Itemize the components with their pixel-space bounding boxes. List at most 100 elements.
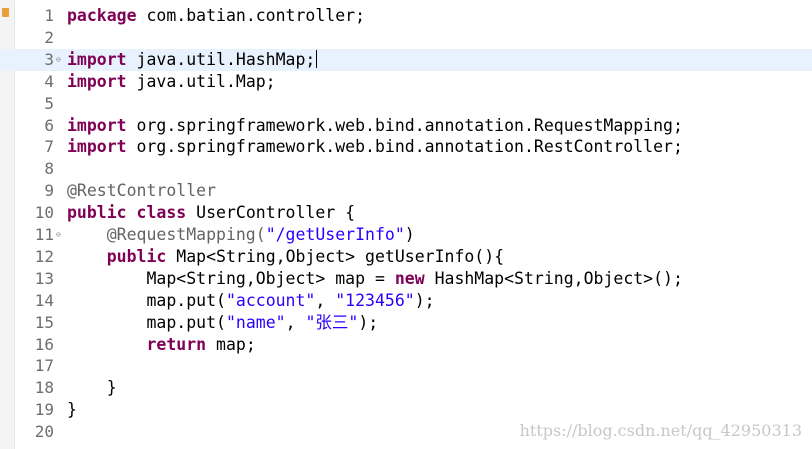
code-line[interactable]: 11⊖ @RequestMapping("/getUserInfo")	[0, 224, 812, 246]
code-line[interactable]: 18 }	[0, 377, 812, 399]
code-line[interactable]: 6 import org.springframework.web.bind.ann…	[0, 115, 812, 137]
code-line[interactable]: 4 import java.util.Map;	[0, 71, 812, 93]
line-number[interactable]: 20	[34, 422, 54, 442]
code-text[interactable]: Map<String,Object> map = new HashMap<Str…	[67, 268, 683, 290]
line-number[interactable]: 15	[34, 312, 54, 332]
code-token: map.put(	[67, 290, 226, 310]
code-token: package	[67, 6, 137, 25]
code-token	[127, 203, 137, 222]
line-number[interactable]: 2	[44, 27, 54, 47]
line-number[interactable]: 10	[34, 203, 54, 223]
line-number[interactable]: 14	[34, 290, 54, 310]
fold-toggle-icon[interactable]: ⊖	[56, 54, 61, 64]
overview-gutter	[0, 0, 15, 449]
code-token: import	[67, 71, 127, 91]
line-number[interactable]: 12	[34, 246, 54, 266]
code-line[interactable]: 3⊖ import java.util.HashMap;	[0, 48, 812, 71]
code-token: class	[136, 203, 187, 223]
code-text[interactable]: import org.springframework.web.bind.anno…	[67, 136, 683, 158]
watermark-text: https://blog.csdn.net/qq_42950313	[519, 421, 802, 440]
code-line[interactable]: 1 package com.batian.controller;	[0, 5, 812, 27]
code-token: org.springframework.web.bind.annotation.…	[126, 137, 683, 157]
code-text[interactable]: }	[67, 377, 117, 399]
code-line[interactable]: 16 return map;	[0, 334, 812, 356]
code-token: }	[67, 378, 117, 398]
code-token: import	[67, 49, 127, 69]
code-token: org.springframework.web.bind.annotation.…	[126, 115, 683, 135]
line-number[interactable]: 3	[44, 49, 54, 69]
code-text[interactable]: public class UserController {	[67, 202, 355, 224]
code-token: public	[67, 203, 127, 223]
code-text[interactable]: return map;	[67, 334, 256, 356]
code-token: @RestController	[67, 181, 217, 201]
code-token: new	[394, 268, 425, 288]
line-number[interactable]: 17	[34, 356, 54, 376]
code-line[interactable]: 10 public class UserController {	[0, 202, 812, 224]
code-token: Map<String,Object> getUserInfo(){	[166, 246, 505, 266]
code-token	[67, 335, 146, 354]
line-number[interactable]: 16	[34, 334, 54, 354]
code-token: return	[146, 334, 207, 354]
code-line[interactable]: 19}	[0, 399, 812, 421]
code-text[interactable]: @RestController	[67, 180, 216, 202]
code-line[interactable]: 8	[0, 158, 812, 180]
line-number[interactable]: 4	[44, 71, 54, 91]
line-number[interactable]: 18	[34, 378, 54, 398]
code-line[interactable]: 5	[0, 93, 812, 115]
line-number[interactable]: 19	[34, 400, 54, 420]
code-text[interactable]: package com.batian.controller;	[67, 5, 365, 27]
code-token: }	[67, 400, 77, 420]
code-token: java.util.Map;	[126, 71, 276, 91]
code-token: com.batian.controller;	[136, 6, 366, 25]
line-number[interactable]: 1	[44, 6, 54, 25]
code-token: public	[106, 246, 167, 266]
code-token: "/getUserInfo"	[265, 225, 405, 244]
bookmark-marker-icon	[2, 8, 9, 17]
code-line[interactable]: 9 @RestController	[0, 180, 812, 202]
code-line[interactable]: 14 map.put("account", "123456");	[0, 290, 812, 312]
code-line[interactable]: 20	[0, 421, 812, 443]
code-token: HashMap<String,Object>();	[424, 268, 683, 288]
code-text[interactable]: import java.util.Map;	[67, 71, 276, 93]
code-token: "张三"	[305, 312, 359, 332]
code-token	[67, 247, 107, 266]
code-text[interactable]: public Map<String,Object> getUserInfo(){	[67, 246, 504, 268]
code-token: map;	[206, 334, 256, 354]
code-token: java.util.HashMap;	[126, 49, 316, 69]
code-token: UserController {	[186, 203, 356, 223]
code-token: import	[67, 115, 127, 135]
code-line[interactable]: 12 public Map<String,Object> getUserInfo…	[0, 246, 812, 268]
code-text[interactable]: map.put("name", "张三");	[67, 312, 378, 334]
text-caret	[316, 49, 318, 68]
code-line[interactable]: 13 Map<String,Object> map = new HashMap<…	[0, 268, 812, 290]
code-token: map.put(	[67, 312, 226, 332]
line-number[interactable]: 5	[44, 93, 54, 113]
code-token: );	[414, 290, 435, 310]
code-token: );	[358, 312, 379, 332]
line-number[interactable]: 6	[44, 115, 54, 135]
code-token: "account"	[225, 290, 316, 310]
code-token: ,	[285, 312, 306, 332]
line-number[interactable]: 11	[34, 225, 54, 244]
fold-toggle-icon[interactable]: ⊖	[56, 230, 61, 239]
code-token: )	[404, 225, 415, 244]
code-line[interactable]: 15 map.put("name", "张三");	[0, 312, 812, 334]
code-token: ,	[315, 290, 336, 310]
code-line[interactable]: 7 import org.springframework.web.bind.ann…	[0, 136, 812, 158]
line-number[interactable]: 9	[44, 181, 54, 201]
code-text[interactable]: map.put("account", "123456");	[67, 290, 435, 312]
line-number[interactable]: 13	[34, 268, 54, 288]
line-number[interactable]: 7	[44, 137, 54, 157]
code-line[interactable]: 17	[0, 355, 812, 377]
code-text[interactable]: }	[67, 399, 77, 421]
code-token: "123456"	[335, 290, 415, 310]
code-token: @RequestMapping(	[67, 225, 266, 244]
line-number[interactable]: 8	[44, 159, 54, 179]
code-token: Map<String,Object> map =	[67, 268, 395, 288]
code-text[interactable]: @RequestMapping("/getUserInfo")	[67, 224, 415, 246]
code-token: "name"	[225, 312, 286, 332]
code-text[interactable]: import org.springframework.web.bind.anno…	[67, 115, 683, 137]
code-line[interactable]: 2	[0, 27, 812, 49]
code-text[interactable]: import java.util.HashMap;	[67, 49, 318, 71]
